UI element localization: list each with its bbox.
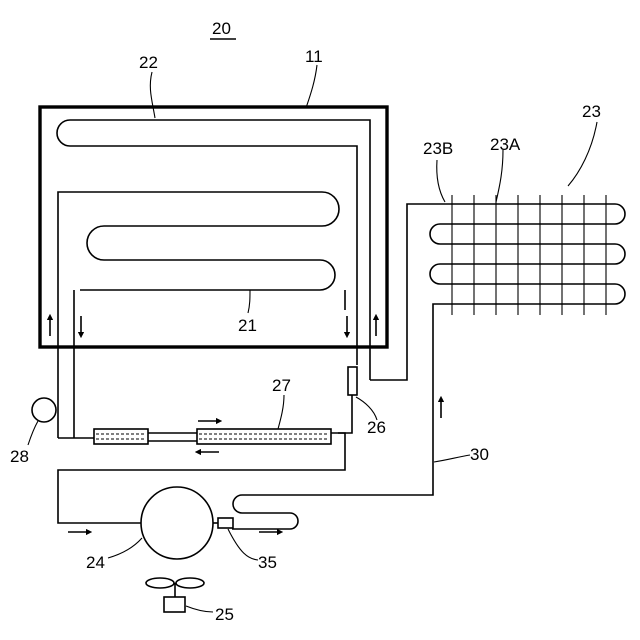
label-pipe-30: 30 (470, 445, 489, 464)
label-condenser-23: 23 (582, 102, 601, 121)
pipe-lower-circuit (58, 433, 345, 523)
fan-25 (146, 578, 204, 612)
compressor-24 (141, 487, 213, 559)
label-sensor-28: 28 (10, 447, 29, 466)
label-condenser-23b: 23B (423, 139, 453, 158)
pipe-21-serpentine (58, 192, 339, 438)
label-compressor-24: 24 (86, 553, 105, 572)
pipe-22-outer (57, 120, 370, 380)
label-condenser-23a: 23A (490, 135, 521, 154)
cabinet-housing (40, 107, 387, 347)
flow-arrows-cabinet (50, 316, 376, 336)
condenser-tube (430, 204, 625, 458)
label-drier-35: 35 (258, 553, 277, 572)
pipe-valve-to-exchanger (338, 395, 352, 433)
condenser-23 (430, 195, 625, 458)
heat-exchanger-27 (197, 429, 331, 444)
pipe-30 (232, 458, 433, 529)
heat-exchanger-small (94, 429, 148, 444)
label-exchanger-27: 27 (272, 376, 291, 395)
figure-label: 20 (212, 19, 231, 38)
label-pipe-21: 21 (238, 316, 257, 335)
sensor-28 (32, 398, 56, 422)
condenser-fins (452, 195, 606, 315)
label-housing-11: 11 (305, 47, 323, 66)
label-fan-25: 25 (215, 605, 234, 624)
label-valve-26: 26 (367, 418, 386, 437)
label-pipe-22: 22 (139, 53, 158, 72)
valve-26 (348, 367, 357, 395)
drier-35 (218, 518, 233, 528)
